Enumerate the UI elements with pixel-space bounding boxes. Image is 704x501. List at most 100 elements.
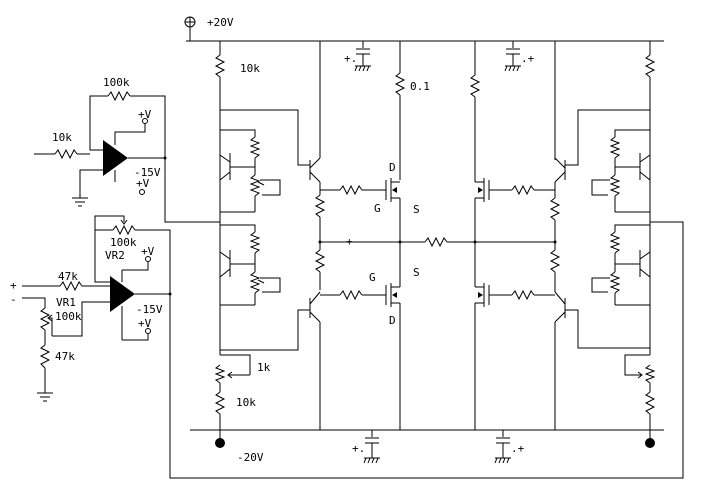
negative-rail-label: -20V <box>237 451 264 464</box>
opamp-lower-vplus-terminal <box>145 256 151 262</box>
capacitor-left-top-polarity: +. <box>344 52 357 65</box>
opamp-upper-plus: + <box>106 162 113 175</box>
pot-vr2 <box>112 224 136 236</box>
pot-vr2-label: VR2 <box>105 249 125 262</box>
right-upper-bias-block <box>591 129 651 213</box>
opamp-upper-vplus-terminal <box>142 118 148 124</box>
output-plus-sign: + <box>346 235 353 248</box>
opamp-upper-minus: - <box>106 142 113 155</box>
right-upper-predriver-transistor <box>554 157 566 183</box>
input-plus-sign: + <box>10 279 17 292</box>
opamp-upper-feedback <box>130 95 166 158</box>
mosfet-lower-drain-label: D <box>389 314 396 327</box>
resistor-vr1-bottom <box>39 344 51 369</box>
wire-right-to-upper-predriver <box>565 109 650 166</box>
output-minus-sign: - <box>366 235 373 248</box>
junction-dot <box>553 240 557 244</box>
resistor-right-source <box>469 74 481 98</box>
opamp-upper-plus-ground <box>79 169 103 198</box>
capacitor-right-bottom-polarity: .+ <box>511 442 525 455</box>
resistor-right-bias-bottom <box>644 391 656 415</box>
opamp-lower-vplus-label: +V <box>141 245 155 258</box>
input-minus-wire <box>22 297 46 308</box>
junction-dot <box>168 292 172 296</box>
opamp-lower-plus: + <box>113 295 120 308</box>
capacitor-left-bottom <box>363 430 380 464</box>
right-bias-pot-low <box>624 354 656 384</box>
pot-vr1-arrow <box>47 314 53 322</box>
mosfet-upper-drain-label: D <box>389 161 396 174</box>
bias-pot-low <box>214 354 251 384</box>
resistor-right-lower-emitter <box>549 249 561 273</box>
opamp-lower-vminus-terminal <box>145 328 151 334</box>
positive-terminal <box>184 16 196 42</box>
wire-right-to-lower-predriver <box>565 309 650 349</box>
resistor-upper-emitter <box>314 194 326 218</box>
opamp-upper-vminus-label: -15V <box>134 166 161 179</box>
resistor-input-2 <box>59 280 83 292</box>
resistor-bias-bottom <box>214 391 226 415</box>
positive-rail-label: +20V <box>207 16 234 29</box>
opamp-lower-plus-wire <box>52 301 110 337</box>
opamp-upper <box>103 140 128 176</box>
mosfet-lower-source-label: S <box>413 266 420 279</box>
resistor-bridge <box>424 236 448 248</box>
opamp-upper-output <box>128 157 220 223</box>
resistor-input-1 <box>54 148 78 160</box>
opamp-upper-vplus-wire <box>114 124 146 145</box>
mosfet-lower-gate-label: G <box>369 271 376 284</box>
lower-left-mosfet <box>385 283 400 307</box>
resistor-lower-emitter <box>314 249 326 273</box>
capacitor-left-top <box>354 41 371 72</box>
wire-to-lower-predriver <box>220 309 310 351</box>
pot-vr1-label: VR1 <box>56 296 76 309</box>
opamp-upper-vplus-label: +V <box>138 108 152 121</box>
resistor-right-upper-emitter <box>549 197 561 221</box>
resistor-bias-pot-low-label: 1k <box>257 361 271 374</box>
resistor-feedback-1 <box>107 90 131 102</box>
pot-vr1-value: 100k <box>55 310 82 323</box>
opamp-lower-vplus2-label: +V <box>138 317 152 330</box>
capacitor-right-top <box>504 41 521 72</box>
right-lower-bias-block <box>591 224 651 306</box>
ground-upper <box>72 197 88 207</box>
opamp-lower-minus: - <box>113 278 120 291</box>
resistor-input-2-label: 47k <box>58 270 78 283</box>
resistor-source <box>394 72 406 96</box>
resistor-bias-top <box>214 54 226 78</box>
opamp-upper-feedback-left <box>89 95 108 151</box>
lower-right-mosfet <box>475 283 490 307</box>
junction-dot <box>398 240 402 244</box>
resistor-right-lower-gate <box>511 289 535 301</box>
resistor-feedback-2-label: 100k <box>110 236 137 249</box>
resistor-upper-gate <box>339 184 363 196</box>
junction-dot <box>473 240 477 244</box>
opamp-lower-feedback-left <box>94 230 110 283</box>
resistor-source-label: 0.1 <box>410 80 430 93</box>
wire-to-upper-predriver <box>220 109 310 166</box>
capacitor-right-top-polarity: .+ <box>521 52 535 65</box>
resistor-bias-bottom-label: 10k <box>236 396 256 409</box>
right-lower-predriver-transistor <box>554 291 566 323</box>
ground-lower <box>37 392 53 402</box>
upper-predriver-transistor <box>309 41 321 195</box>
pot-vr1-wiper <box>49 317 53 336</box>
junction-dot <box>163 156 167 160</box>
resistor-lower-gate <box>339 289 363 301</box>
lower-predriver-transistor <box>309 291 321 430</box>
resistor-right-upper-gate <box>511 184 535 196</box>
capacitor-left-bottom-polarity: +. <box>352 442 365 455</box>
resistor-input-1-label: 10k <box>52 131 72 144</box>
opamp-lower-vplus-wire-b <box>122 262 149 271</box>
opamp-upper-vplus2-terminal <box>139 189 145 195</box>
global-feedback-wire <box>169 221 684 479</box>
lower-bias-block <box>219 224 281 306</box>
opamp-lower-feedback-wire <box>135 229 171 294</box>
mosfet-upper-source-label: S <box>413 203 420 216</box>
resistor-feedback-1-label: 100k <box>103 76 130 89</box>
junction-dot <box>318 240 322 244</box>
resistor-right-bias-top <box>644 54 656 78</box>
opamp-lower-vminus-wire-b <box>122 334 149 341</box>
upper-left-mosfet <box>385 178 400 202</box>
pot-vr2-wiper <box>94 215 125 231</box>
